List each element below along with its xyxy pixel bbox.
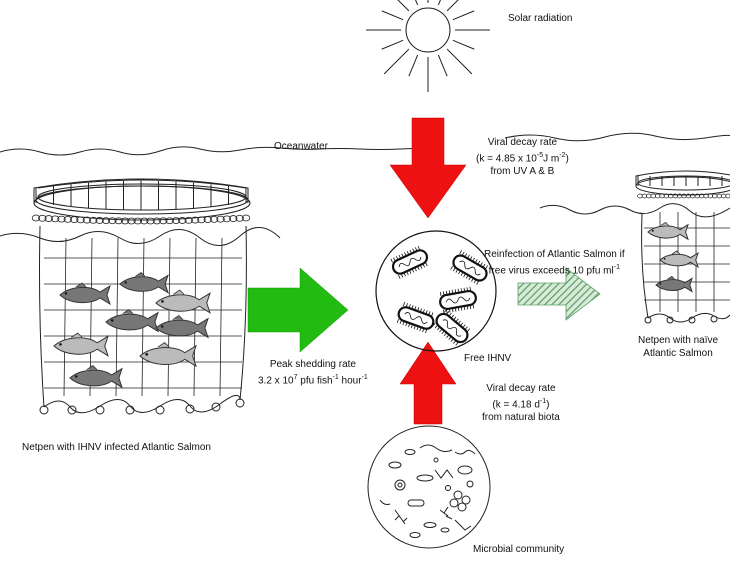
- uv-arrow: [389, 117, 467, 219]
- microbe-icon: [434, 469, 454, 479]
- netpen-infected: [31, 178, 251, 415]
- shedding-label: Peak shedding rate 3.2 x 107 pfu fish-1 …: [258, 359, 368, 387]
- oceanwater-label: Oceanwater: [274, 141, 328, 152]
- water-line-right: [539, 203, 730, 218]
- microbe-icon: [419, 444, 453, 453]
- ocean-surface-right: [504, 132, 730, 142]
- salmon-icon: [647, 221, 689, 241]
- microbe-icon: [394, 509, 408, 525]
- microbe-icon: [440, 527, 450, 533]
- microbe-icon: [453, 490, 463, 500]
- microbe-icon: [416, 474, 434, 482]
- biota-decay-arrow: [399, 341, 457, 425]
- uv-decay-label: Viral decay rate (k = 4.85 x 10-5J m-2) …: [476, 137, 569, 178]
- microbe-icon: [388, 461, 402, 469]
- microbe-icon: [407, 499, 425, 507]
- microbe-icon: [461, 495, 471, 505]
- free-ihnv-circle: [375, 230, 497, 352]
- water-line-left: [0, 227, 281, 246]
- biota-decay-label: Viral decay rate (k = 4.18 d-1) from nat…: [482, 383, 560, 424]
- microbe-icon: [397, 482, 403, 488]
- microbe-icon: [449, 498, 459, 508]
- microbe-icon: [457, 502, 467, 512]
- microbe-icon: [454, 519, 472, 531]
- microbe-icon: [379, 499, 391, 505]
- microbe-icon: [457, 465, 473, 475]
- netpen-naive-label: Netpen with naïve Atlantic Salmon: [638, 335, 719, 359]
- salmon-icon: [155, 315, 209, 339]
- salmon-icon: [105, 309, 159, 333]
- salmon-icon: [53, 332, 109, 357]
- virion-icon: [432, 309, 471, 346]
- salmon-icon: [69, 365, 123, 389]
- virion-icon: [396, 302, 435, 334]
- microbe-icon: [404, 449, 416, 455]
- ocean-surface: [0, 146, 441, 156]
- virion-icon: [450, 250, 488, 285]
- virion-icon: [439, 286, 477, 314]
- salmon-icon: [155, 289, 211, 314]
- microbe-icon: [409, 532, 421, 538]
- microbial-community-circle: [367, 425, 491, 549]
- salmon-icon: [59, 282, 111, 306]
- microbe-icon: [394, 479, 406, 491]
- free-ihnv-label: Free IHNV: [464, 353, 512, 364]
- microbial-community-label: Microbial community: [473, 544, 565, 555]
- microbe-icon: [439, 506, 453, 520]
- reinfection-label: Reinfection of Atlantic Salmon if free v…: [484, 249, 625, 277]
- netpen-naive: [635, 170, 730, 324]
- salmon-icon: [139, 342, 197, 368]
- salmon-icon: [659, 250, 699, 268]
- shedding-arrow: [247, 267, 349, 353]
- netpen-infected-label: Netpen with IHNV infected Atlantic Salmo…: [22, 442, 211, 453]
- reinfection-arrow: [517, 267, 601, 321]
- microbe-icon: [466, 480, 474, 488]
- microbe-icon: [454, 449, 476, 455]
- microbe-icon: [445, 485, 451, 491]
- salmon-icon: [119, 271, 169, 294]
- virion-icon: [390, 245, 429, 279]
- salmon-icon: [655, 275, 693, 293]
- microbe-icon: [423, 522, 437, 528]
- solar-radiation-label: Solar radiation: [508, 13, 573, 24]
- sun-icon: [366, 0, 490, 92]
- microbe-icon: [433, 457, 439, 463]
